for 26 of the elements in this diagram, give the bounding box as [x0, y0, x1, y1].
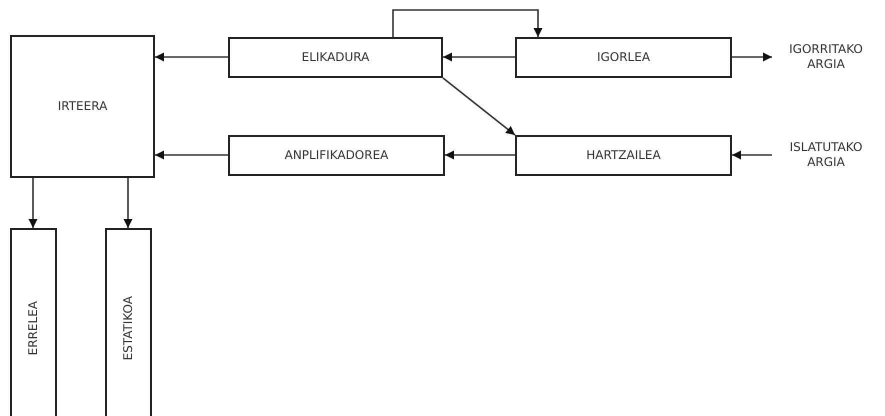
box-label: ANPLIFIKADOREA [284, 148, 388, 163]
arrow [443, 52, 515, 62]
signal-label: IGORRITAKO ARGIA [788, 42, 864, 72]
box-label: ERRELEA [26, 300, 41, 356]
arrow [155, 52, 228, 62]
arrow [28, 178, 38, 228]
process-box [515, 135, 732, 176]
process-box [228, 135, 445, 176]
box-label: IRTEERA [58, 99, 108, 114]
process-box [10, 228, 57, 416]
arrow [124, 178, 132, 228]
box-label: IGORLEA [596, 50, 650, 65]
arrow [155, 150, 228, 160]
process-box [515, 37, 732, 78]
arrow [392, 9, 542, 37]
process-box [10, 35, 155, 178]
process-box [228, 37, 443, 78]
box-label: ELIKADURA [302, 50, 370, 65]
arrow [442, 77, 516, 136]
box-label: ESTATIKOA [121, 296, 136, 360]
process-box [105, 228, 152, 416]
arrow [732, 150, 772, 160]
arrow [445, 150, 515, 160]
arrow [732, 52, 772, 62]
signal-label: ISLATUTAKO ARGIA [788, 140, 864, 170]
box-label: HARTZAILEA [586, 148, 661, 163]
